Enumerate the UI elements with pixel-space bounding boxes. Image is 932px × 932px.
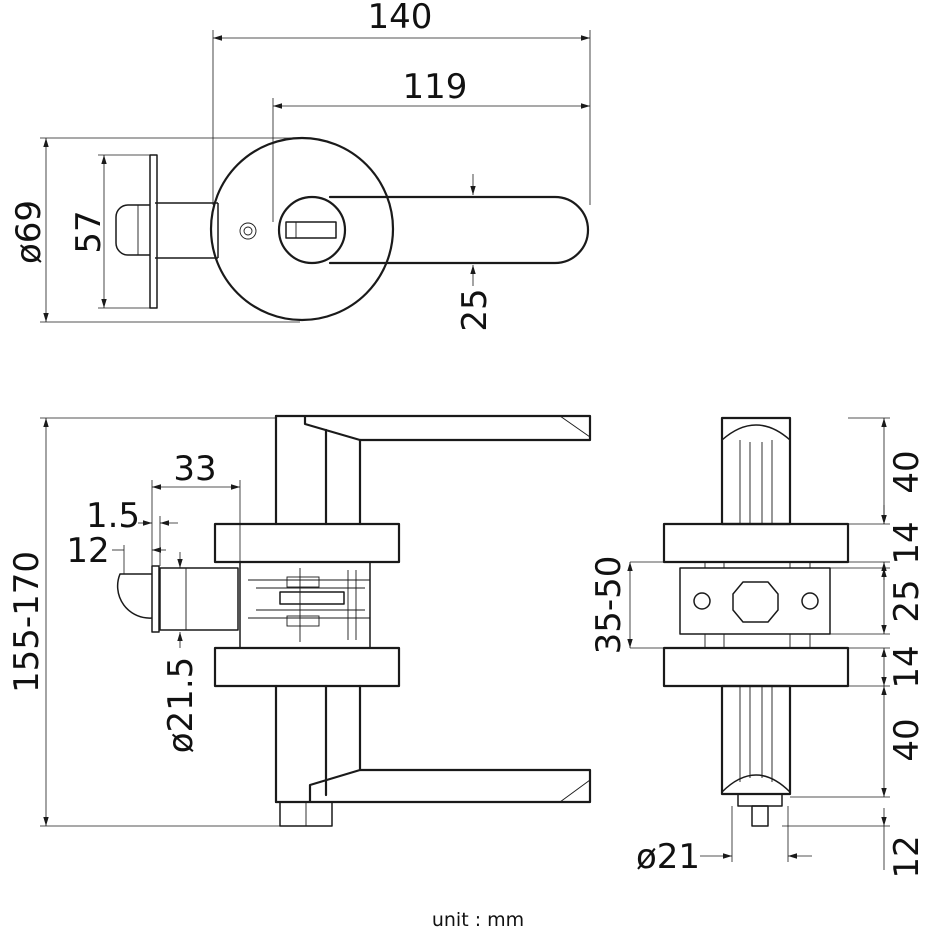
lock-button bbox=[239, 222, 257, 240]
hub-slot bbox=[285, 221, 337, 239]
end-bottom-lever-lines bbox=[739, 686, 773, 782]
end-top-lever-lines bbox=[739, 440, 773, 524]
lever-tip-line bbox=[559, 415, 591, 438]
dim-backset: 33 bbox=[173, 449, 216, 489]
end-plate bbox=[679, 567, 831, 635]
lever-hub bbox=[277, 195, 347, 265]
side-top-lever bbox=[274, 414, 592, 442]
dim-plate: 25 bbox=[887, 579, 927, 622]
side-latch-bolt bbox=[116, 573, 153, 619]
dim-latch-plate-height: 57 bbox=[69, 210, 109, 253]
dim-rose-top: 14 bbox=[887, 521, 927, 564]
end-top-lever-curve bbox=[721, 424, 791, 441]
end-bottom-lever bbox=[720, 684, 792, 796]
dim-rose-bottom: 14 bbox=[887, 645, 927, 688]
dim-rose-diameter: ø69 bbox=[9, 200, 49, 264]
latch-tube bbox=[155, 202, 219, 259]
side-view: 155-170 33 1.5 12 ø21.5 bbox=[7, 414, 592, 827]
dim-door-thickness: 35-50 bbox=[589, 556, 629, 655]
side-latch-body bbox=[159, 567, 239, 631]
latch-bolt bbox=[115, 204, 150, 256]
side-bottom-rose bbox=[213, 646, 401, 688]
dim-spindle-diameter: ø21 bbox=[636, 837, 700, 877]
dim-spindle-projection: 12 bbox=[887, 835, 927, 878]
dim-overall-length: 140 bbox=[368, 0, 433, 37]
side-chassis bbox=[239, 561, 371, 649]
side-faceplate bbox=[151, 565, 160, 633]
dim-latch-throw: 12 bbox=[66, 531, 109, 571]
dim-faceplate-thickness: 1.5 bbox=[86, 496, 140, 536]
end-bottom-rose bbox=[662, 646, 850, 688]
end-bottom-lever-curve bbox=[721, 774, 791, 793]
end-spindle-stub bbox=[737, 793, 783, 807]
end-top-rose bbox=[662, 522, 850, 564]
lever-outline bbox=[328, 195, 590, 265]
dim-lever-length: 119 bbox=[403, 67, 468, 107]
side-top-rose bbox=[213, 522, 401, 564]
plate-center-hole bbox=[732, 581, 779, 623]
lock-button-inner bbox=[243, 226, 253, 236]
lever-tip-line-bottom bbox=[559, 779, 591, 803]
end-top-lever bbox=[720, 416, 792, 526]
dim-door-range: 155-170 bbox=[7, 551, 47, 693]
top-view: 140 119 ø69 57 25 bbox=[9, 0, 591, 332]
unit-label: unit : mm bbox=[432, 909, 524, 931]
plate-hole-left bbox=[693, 592, 711, 610]
plate-pins bbox=[704, 562, 811, 648]
plate-hole-right bbox=[801, 592, 819, 610]
dim-lever-bottom: 40 bbox=[887, 718, 927, 761]
end-spindle-tip bbox=[751, 805, 769, 827]
faceplate bbox=[149, 154, 158, 309]
chassis-pin-bottom bbox=[286, 615, 320, 627]
chassis-post bbox=[347, 570, 357, 640]
chassis-pin-top bbox=[286, 576, 320, 588]
dim-lever-top: 40 bbox=[887, 450, 927, 493]
side-top-neck bbox=[274, 414, 362, 526]
dim-lever-width: 25 bbox=[455, 288, 495, 331]
chassis-lines bbox=[248, 579, 370, 619]
side-bottom-neck bbox=[274, 684, 362, 804]
end-view: 40 14 25 14 40 12 35-50 ø21 bbox=[589, 416, 927, 879]
rose-outline bbox=[209, 136, 395, 322]
side-bottom-lever bbox=[274, 768, 592, 804]
dim-latch-body-diameter: ø21.5 bbox=[161, 657, 201, 754]
chassis-slot bbox=[279, 591, 345, 605]
